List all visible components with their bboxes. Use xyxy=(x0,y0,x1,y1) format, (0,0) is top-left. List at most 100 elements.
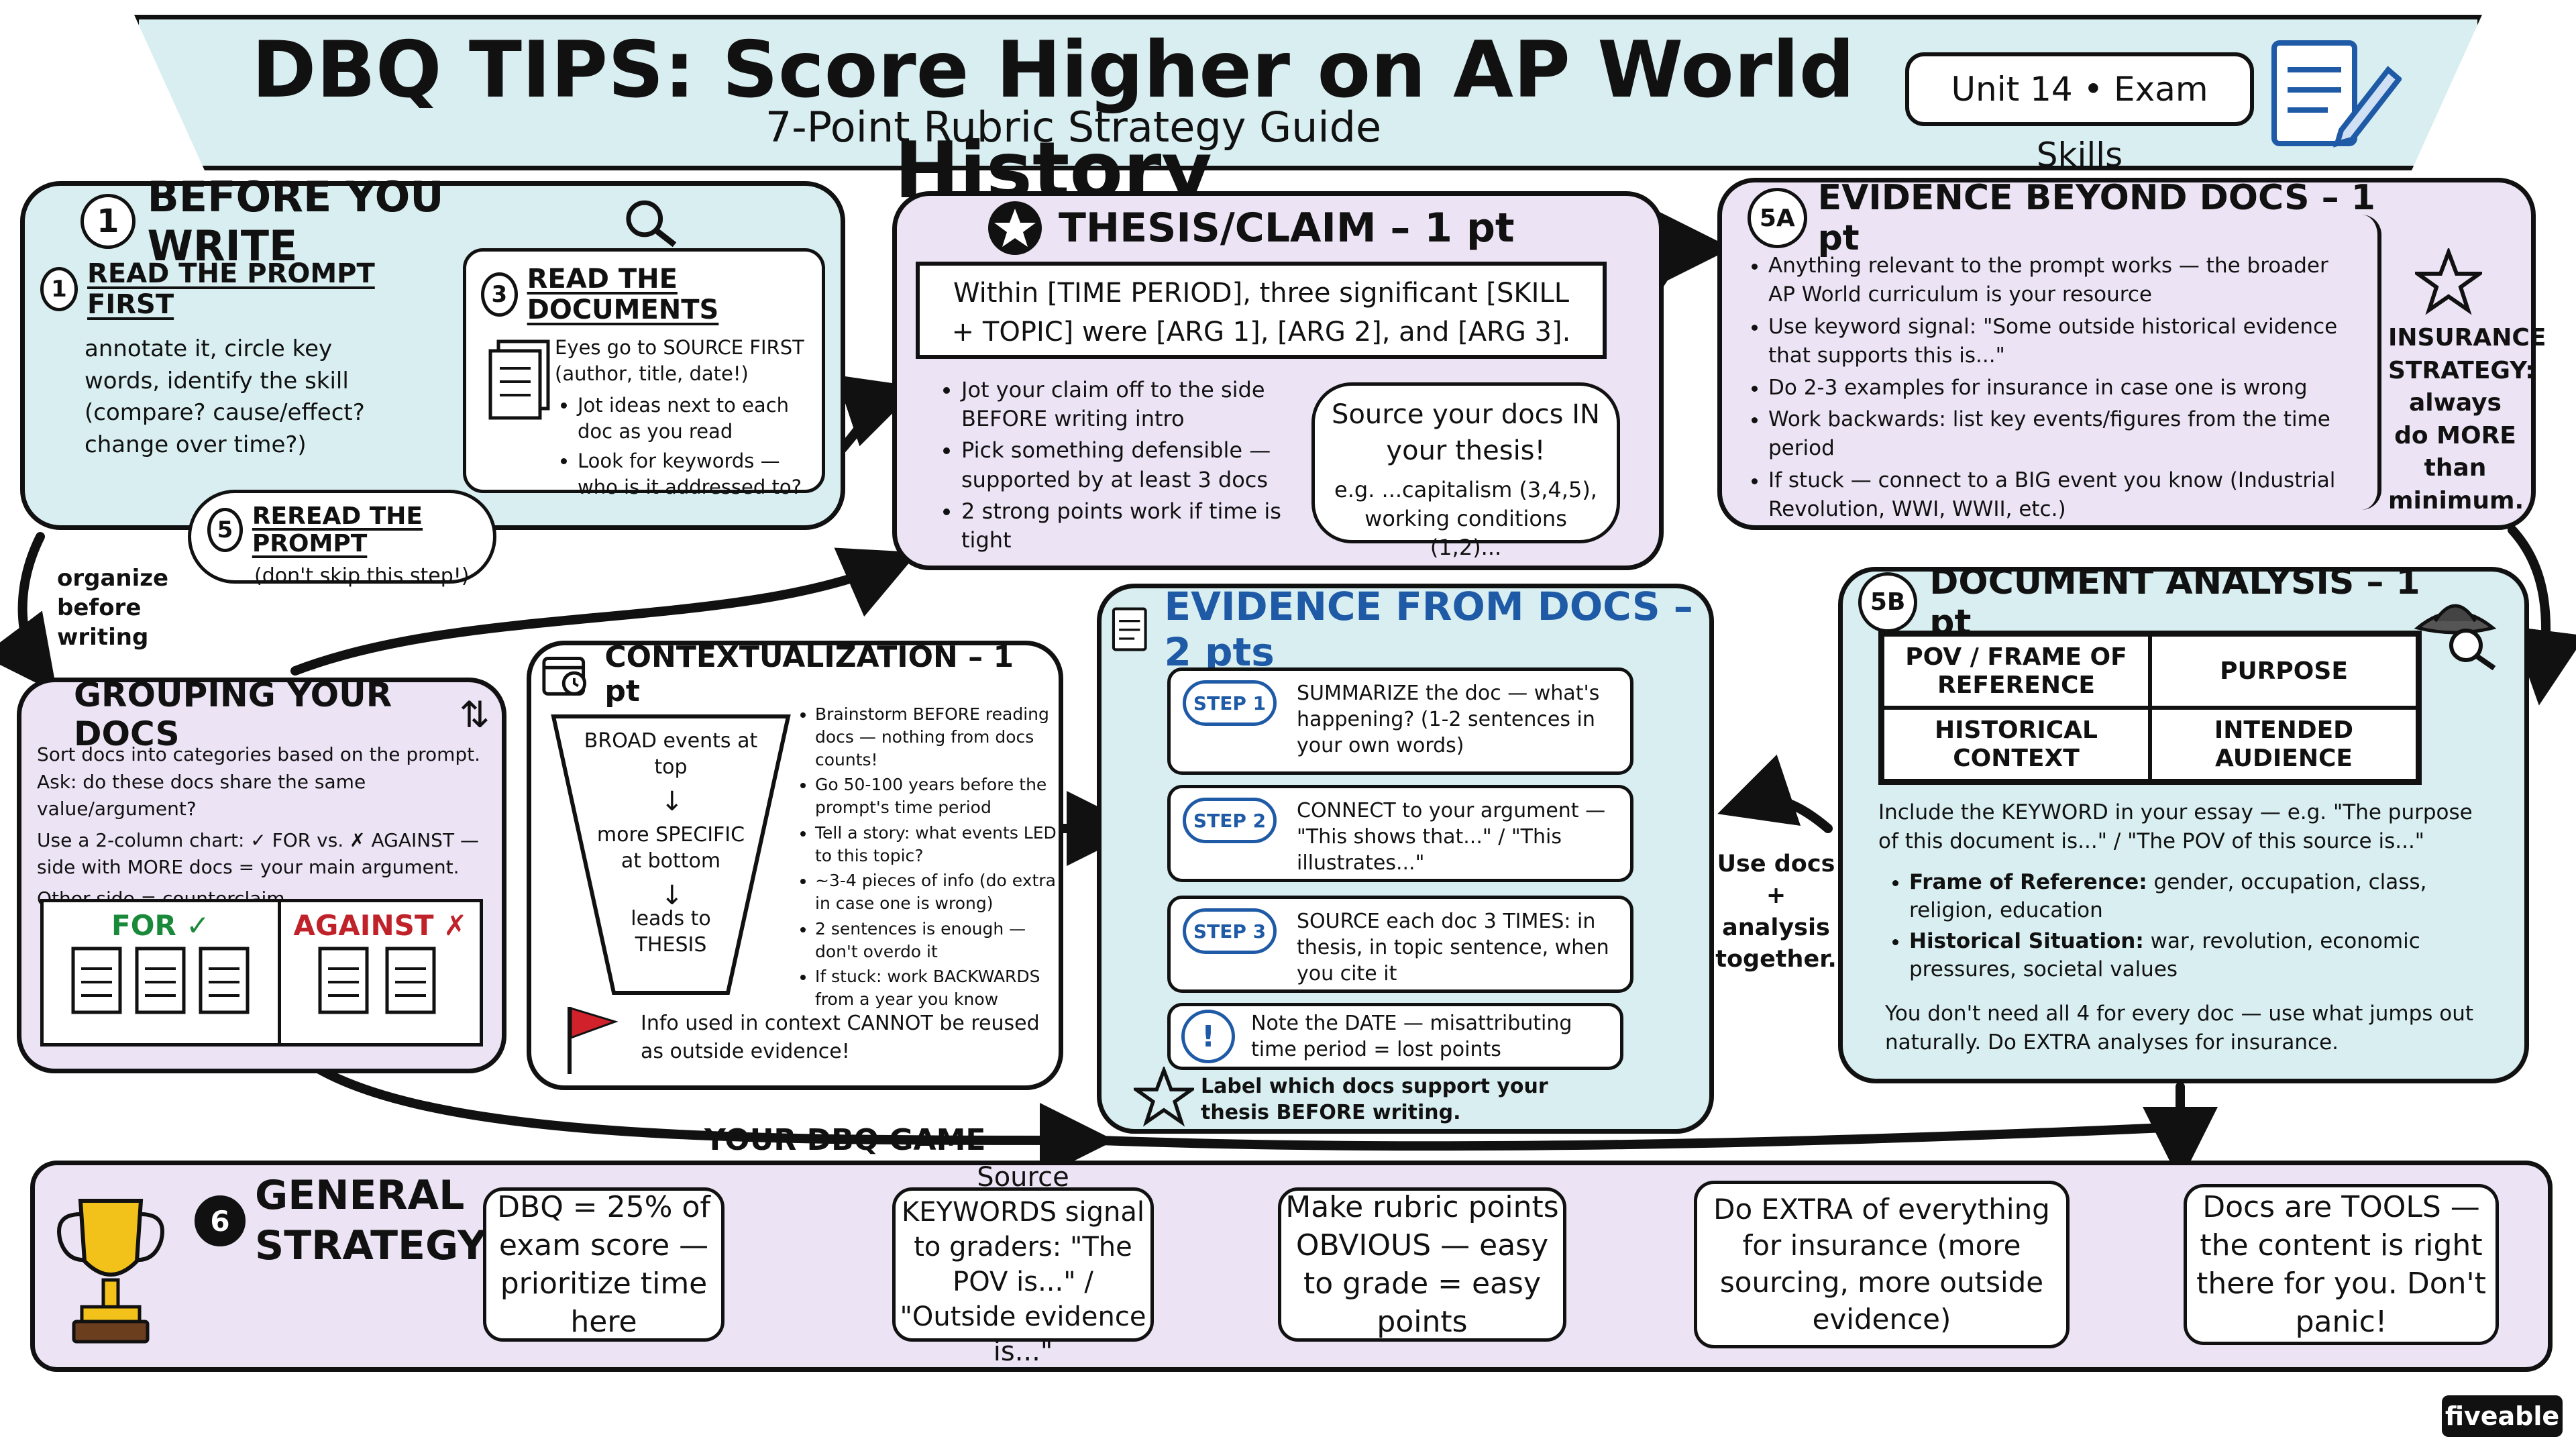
page-subtitle: 7-Point Rubric Strategy Guide xyxy=(765,103,1382,152)
fiveable-logo: fiveable xyxy=(2442,1395,2563,1437)
analysis-bullet-text: war, revolution, economic pressures, soc… xyxy=(1909,928,2420,981)
documents-stack-icon xyxy=(488,339,550,420)
date-note: Note the DATE — misattributing time peri… xyxy=(1251,1012,1572,1061)
evidence-docs-title: EVIDENCE FROM DOCS – 2 pts xyxy=(1164,583,1693,675)
grouping-body-2: Use a 2-column chart: ✓ FOR vs. ✗ AGAINS… xyxy=(37,828,479,879)
step-3-text: SOURCE each doc 3 TIMES: in thesis, in t… xyxy=(1297,910,1609,985)
bracket-divider xyxy=(2361,215,2381,510)
step-2-box: STEP 2 CONNECT to your argument — "This … xyxy=(1167,785,1633,882)
analysis-grid: POV / FRAME OF REFERENCE PURPOSE HISTORI… xyxy=(1878,631,2422,785)
document-icon xyxy=(1112,607,1147,651)
insurance-strategy-note: INSURANCE STRATEGY: always do MORE than … xyxy=(2388,324,2546,515)
analysis-title: DOCUMENT ANALYSIS – 1 pt xyxy=(1929,561,2420,643)
step-1-box: STEP 1 SUMMARIZE the doc — what's happen… xyxy=(1167,667,1633,775)
analysis-keyword-note: Include the KEYWORD in your essay — e.g.… xyxy=(1878,800,2473,854)
bubble-example: e.g. ...capitalism (3,4,5), working cond… xyxy=(1334,477,1597,561)
step-1-badge: STEP 1 xyxy=(1183,680,1277,726)
context-bullet: Go 50-100 years before the prompt's time… xyxy=(815,773,1057,819)
context-bullet: Tell a story: what events LED to this to… xyxy=(815,822,1057,867)
strategy-card-5: Docs are TOOLS — the content is right th… xyxy=(2184,1184,2499,1345)
evidence-beyond-bullet: Use keyword signal: "Some outside histor… xyxy=(1768,313,2361,371)
reread-prompt-box: 5 REREAD THE PROMPT (don't skip this ste… xyxy=(188,490,496,588)
label-note: Label which docs support your thesis BEF… xyxy=(1201,1075,1548,1124)
context-bullet: ~3-4 pieces of info (do extra in case on… xyxy=(815,869,1057,915)
analysis-cell-purpose: PURPOSE xyxy=(2150,635,2418,708)
thesis-heading: THESIS/CLAIM – 1 pt xyxy=(986,198,1590,258)
thesis-bullet: 2 strong points work if time is tight xyxy=(961,497,1311,555)
step-2-text: CONNECT to your argument — "This shows t… xyxy=(1297,799,1606,875)
strategy-card-4: Do EXTRA of everything for insurance (mo… xyxy=(1694,1181,2070,1348)
thesis-bullets: Jot your claim off to the side BEFORE wr… xyxy=(936,376,1311,564)
against-documents-icon xyxy=(318,947,436,1014)
general-title: GENERAL STRATEGY xyxy=(255,1172,487,1269)
funnel-arrow-1: ↓ xyxy=(661,786,684,817)
for-column-label: FOR ✓ xyxy=(111,909,210,942)
analysis-bullet-label: Frame of Reference: xyxy=(1909,870,2147,894)
context-title: CONTEXTUALIZATION – 1 pt xyxy=(604,640,1014,708)
document-pencil-icon xyxy=(2271,40,2402,148)
read-prompt-section: 1 READ THE PROMPT FIRST annotate it, cir… xyxy=(40,258,402,458)
analysis-cell-context: HISTORICAL CONTEXT xyxy=(1882,708,2150,781)
red-flag-icon xyxy=(568,1006,619,1074)
read-prompt-title: READ THE PROMPT FIRST xyxy=(87,258,375,320)
for-documents-icon xyxy=(71,947,250,1014)
exclamation-icon: ! xyxy=(1181,1010,1235,1063)
read-docs-title: READ THE DOCUMENTS xyxy=(527,264,719,325)
for-against-chart: FOR ✓ AGAINST ✗ xyxy=(40,899,483,1046)
step-1-text: SUMMARIZE the doc — what's happening? (1… xyxy=(1297,682,1600,757)
evidence-beyond-panel xyxy=(1717,178,2536,530)
evidence-beyond-title: EVIDENCE BEYOND DOCS – 1 pt xyxy=(1817,178,2375,258)
step-3-box: STEP 3 SOURCE each doc 3 TIMES: in thesi… xyxy=(1167,896,1633,993)
context-bullet: If stuck: work BACKWARDS from a year you… xyxy=(815,965,1057,1011)
evidence-beyond-bullet: If stuck — connect to a BIG event you kn… xyxy=(1768,466,2361,525)
analysis-cell-pov: POV / FRAME OF REFERENCE xyxy=(1882,635,2150,708)
flag-note: Info used in context CANNOT be reused as… xyxy=(641,1012,1040,1063)
grouping-body-1: Sort docs into categories based on the p… xyxy=(37,743,481,820)
use-docs-label: Use docs + analysis together. xyxy=(1715,851,1837,973)
funnel-shape xyxy=(551,714,791,995)
general-heading: 6 GENERAL STRATEGY xyxy=(195,1171,487,1305)
before-you-write-title: BEFORE YOU WRITE xyxy=(147,172,444,270)
analysis-heading: 5B DOCUMENT ANALYSIS – 1 pt xyxy=(1858,562,2462,643)
strategy-card-2: Source KEYWORDS signal to graders: "The … xyxy=(892,1162,1154,1367)
sort-arrows-icon: ⇅ xyxy=(459,693,490,736)
read-docs-bullet: Jot ideas next to each doc as you read xyxy=(578,392,807,445)
date-note-box: ! Note the DATE — misattributing time pe… xyxy=(1167,1003,1623,1070)
funnel-top-label: BROAD events at top xyxy=(584,729,758,779)
analysis-footer: You don't need all 4 for every doc — use… xyxy=(1885,1002,2474,1055)
evidence-beyond-bullet: Anything relevant to the prompt works — … xyxy=(1768,252,2361,310)
evidence-beyond-heading: 5A EVIDENCE BEYOND DOCS – 1 pt xyxy=(1748,178,2418,258)
read-docs-number: 3 xyxy=(481,272,518,317)
strategy-card-1: DBQ = 25% of exam score — prioritize tim… xyxy=(483,1187,724,1342)
funnel-mid-label: more SPECIFIC at bottom xyxy=(596,823,745,873)
context-heading: CONTEXTUALIZATION – 1 pt xyxy=(540,640,1050,708)
context-bullets: Brainstorm BEFORE reading docs — nothing… xyxy=(795,703,1057,1012)
analysis-bullet: Historical Situation: war, revolution, e… xyxy=(1909,928,2475,984)
funnel-bottom-label: leads to THESIS xyxy=(631,907,711,957)
context-bullet: Brainstorm BEFORE reading docs — nothing… xyxy=(815,703,1057,771)
analysis-cell-audience: INTENDED AUDIENCE xyxy=(2150,708,2418,781)
thesis-template-box: Within [TIME PERIOD], three significant … xyxy=(916,262,1607,359)
step-number-badge: 1 xyxy=(80,194,136,249)
clock-calendar-icon xyxy=(542,657,587,696)
read-docs-bullet: Look for keywords — who is it addressed … xyxy=(578,448,807,500)
grouping-body: Sort docs into categories based on the p… xyxy=(37,741,500,910)
detective-hat-magnifier-icon xyxy=(2414,604,2497,671)
analysis-bullet-text: gender, occupation, class, religion, edu… xyxy=(1909,870,2427,922)
read-prompt-body: annotate it, circle key words, identify … xyxy=(85,335,365,458)
read-docs-intro: Eyes go to SOURCE FIRST (author, title, … xyxy=(555,336,804,386)
5a-badge: 5A xyxy=(1748,188,1807,248)
star-outline-icon xyxy=(1134,1067,1194,1127)
organize-before-writing-label: organize before writing xyxy=(57,565,169,651)
reread-title: REREAD THE PROMPT xyxy=(252,502,423,557)
evidence-beyond-bullet: Work backwards: list key events/figures … xyxy=(1768,405,2361,464)
grouping-title: GROUPING YOUR DOCS xyxy=(74,676,392,753)
before-you-write-heading: 1 BEFORE YOU WRITE xyxy=(80,172,684,270)
5b-badge: 5B xyxy=(1858,572,1918,633)
trophy-icon xyxy=(57,1199,164,1344)
evidence-docs-heading: EVIDENCE FROM DOCS – 2 pts xyxy=(1110,584,1701,675)
magnifier-icon xyxy=(626,200,676,248)
read-prompt-number: 1 xyxy=(40,267,78,311)
strategy-card-3: Make rubric points OBVIOUS — easy to gra… xyxy=(1278,1187,1566,1342)
general-number: 6 xyxy=(195,1195,246,1246)
